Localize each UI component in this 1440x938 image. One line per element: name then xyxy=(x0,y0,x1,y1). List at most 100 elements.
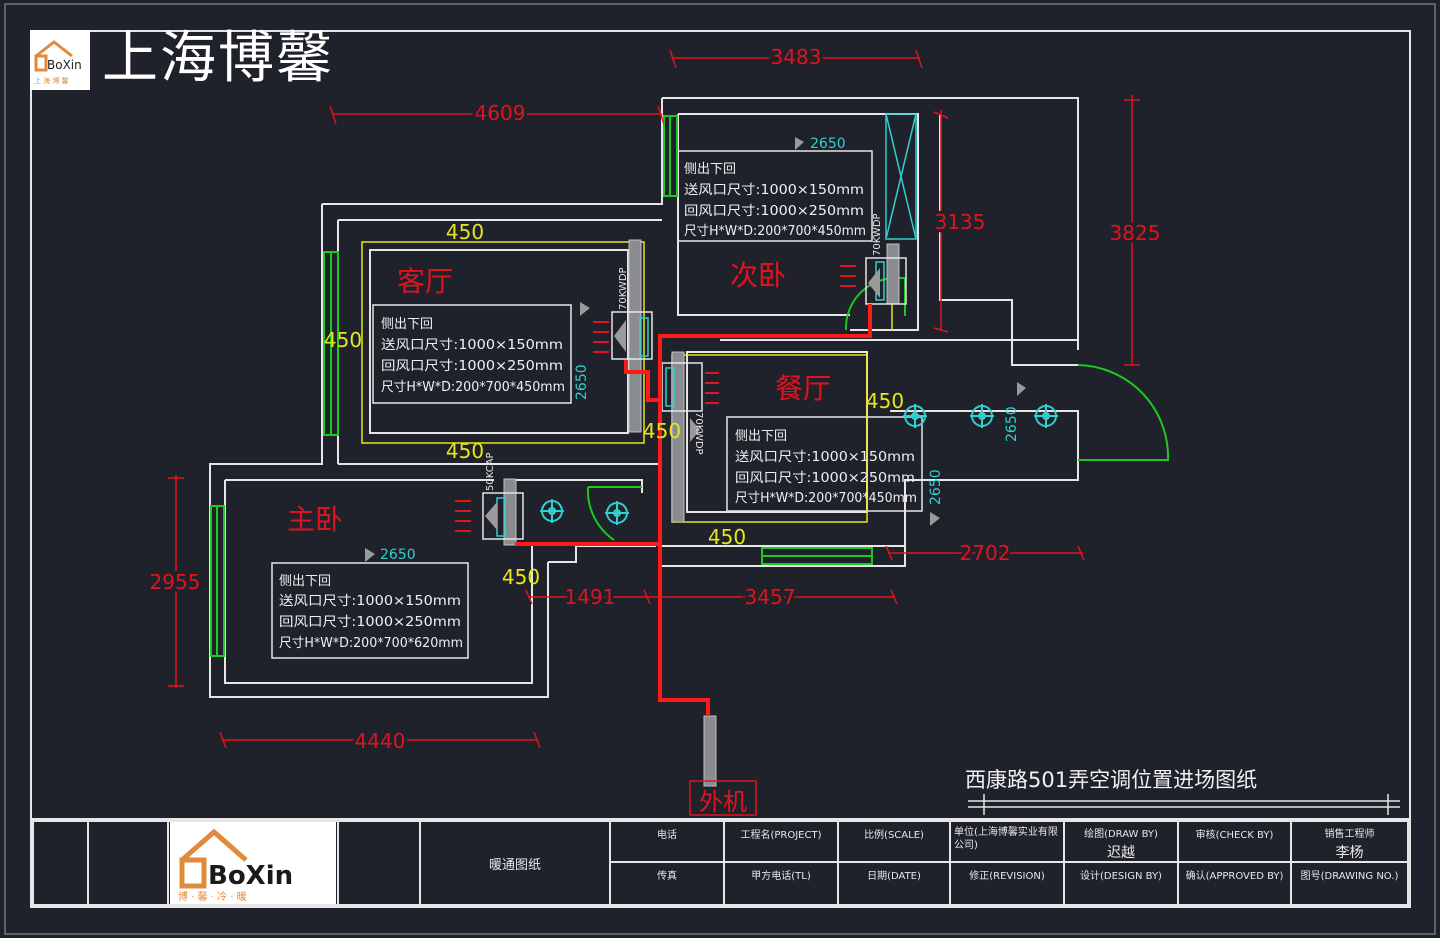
ceiling-diffusers xyxy=(540,404,1058,525)
spec-line: 送风口尺寸:1000×150mm xyxy=(735,450,915,465)
clearance-label: 450 xyxy=(502,565,540,589)
title-block-grid xyxy=(32,820,1409,906)
drawing-title: 西康路501弄空调位置进场图纸 xyxy=(965,768,1258,792)
brand-title: 上海博馨 xyxy=(102,26,334,91)
drawing-type: 暖通图纸 xyxy=(488,858,541,873)
height-mark: 2650 xyxy=(810,136,846,152)
tb-label-draw-by: 绘图(DRAW BY) xyxy=(1084,829,1158,840)
duct-master xyxy=(503,478,517,546)
diffuser-icon xyxy=(970,404,994,428)
refrigerant-pipes xyxy=(515,304,872,716)
unit-model-label: 70KWDP xyxy=(872,213,883,256)
spec-boxes xyxy=(271,150,923,659)
dimension-label: 1491 xyxy=(565,585,616,609)
spec-line: 尺寸H*W*D:200*700*450mm xyxy=(684,224,866,239)
elevation-flags xyxy=(365,137,1026,562)
clearance-label: 450 xyxy=(866,389,904,413)
dimension-lines xyxy=(168,49,1140,749)
spec-line: 尺寸H*W*D:200*700*620mm xyxy=(279,636,463,651)
clearance-label: 450 xyxy=(324,328,362,352)
tb-label-sales-engineer: 销售工程师 xyxy=(1324,829,1375,840)
unit-model-label: 50KCAP xyxy=(485,452,496,491)
diffuser-icon xyxy=(540,499,564,523)
spec-line: 送风口尺寸:1000×150mm xyxy=(381,338,563,353)
tb-label-phone: 电话 xyxy=(657,830,677,841)
spec-line: 侧出下回 xyxy=(381,317,433,332)
dimension-label: 3483 xyxy=(771,45,822,69)
unit-second-bed xyxy=(865,257,907,305)
room-name-living: 客厅 xyxy=(397,265,453,298)
unit-master xyxy=(482,492,524,540)
dimension-label: 3457 xyxy=(745,585,796,609)
spec-line: 尺寸H*W*D:200*700*450mm xyxy=(735,491,917,506)
unit-model-label: 70KWDP xyxy=(618,267,629,310)
tb-label-project: 工程名(PROJECT) xyxy=(740,830,822,841)
tb-label-check-by: 审核(CHECK BY) xyxy=(1195,830,1274,841)
drawing-frame xyxy=(30,30,1411,908)
spec-line: 侧出下回 xyxy=(684,162,736,177)
windows xyxy=(210,115,1170,657)
clearance-label: 450 xyxy=(446,220,484,244)
spec-line: 回风口尺寸:1000×250mm xyxy=(279,615,461,630)
duct-outdoor xyxy=(703,715,717,787)
spec-line: 尺寸H*W*D:200*700*450mm xyxy=(381,380,565,395)
spec-line: 送风口尺寸:1000×150mm xyxy=(279,594,461,609)
tb-value-sales-engineer: 李杨 xyxy=(1335,845,1364,861)
tb-label-date: 日期(DATE) xyxy=(867,871,921,882)
diffuser-icon xyxy=(605,501,629,525)
airflow-marks xyxy=(455,265,856,532)
drawing-title-underline xyxy=(968,794,1400,815)
svg-text:博 · 馨 · 冷 · 暖: 博 · 馨 · 冷 · 暖 xyxy=(178,890,247,903)
room-name-second-bed: 次卧 xyxy=(730,259,786,292)
clearance-label: 450 xyxy=(446,439,484,463)
dimension-label: 2702 xyxy=(960,541,1011,565)
tb-label-scale: 比例(SCALE) xyxy=(864,830,924,841)
tb-label-company: 单位(上海博馨实业有限公司) xyxy=(954,827,1058,851)
unit-model-label: 70KWDP xyxy=(693,412,704,455)
duct-second-bed xyxy=(886,243,900,305)
spec-line: 侧出下回 xyxy=(735,429,787,444)
brand-logo-small: BoXin 上 海 博 馨 xyxy=(30,30,90,90)
room-name-dining: 餐厅 xyxy=(775,372,831,405)
diffuser-icon xyxy=(903,404,927,428)
duct-living xyxy=(628,239,642,433)
spec-line: 回风口尺寸:1000×250mm xyxy=(684,204,864,219)
height-mark: 2650 xyxy=(1004,406,1020,442)
spec-line: 回风口尺寸:1000×250mm xyxy=(735,471,915,486)
indoor-units xyxy=(482,239,907,787)
spec-line: 回风口尺寸:1000×250mm xyxy=(381,359,563,374)
tb-label-client-phone: 甲方电话(TL) xyxy=(751,871,811,882)
duct-dining xyxy=(671,351,685,523)
dimension-label: 3825 xyxy=(1110,221,1161,245)
diffuser-icon xyxy=(1034,404,1058,428)
dimension-label: 4440 xyxy=(355,729,406,753)
outdoor-unit-label: 外机 xyxy=(699,788,747,816)
tb-label-approved-by: 确认(APPROVED BY) xyxy=(1185,871,1284,882)
outer-frame xyxy=(4,3,1436,935)
dimension-label: 3135 xyxy=(935,210,986,234)
tb-label-drawing-no: 图号(DRAWING NO.) xyxy=(1300,871,1399,882)
height-mark: 2650 xyxy=(928,469,944,505)
svg-text:BoXin: BoXin xyxy=(208,861,293,891)
tb-label-revision: 修正(REVISION) xyxy=(969,871,1045,882)
clearance-label: 450 xyxy=(708,525,746,549)
dimension-label: 2955 xyxy=(150,570,201,594)
outdoor-unit-box xyxy=(689,780,757,816)
room-name-master: 主卧 xyxy=(287,503,343,536)
dimension-label: 4609 xyxy=(475,101,526,125)
tb-label-fax: 传真 xyxy=(657,871,677,882)
house-logo-icon: BoXin 博 · 馨 · 冷 · 暖 xyxy=(178,828,293,903)
title-block-logo: BoXin 博 · 馨 · 冷 · 暖 xyxy=(170,822,336,904)
clearance-label: 450 xyxy=(643,419,681,443)
tb-value-draw-by: 迟越 xyxy=(1107,845,1135,861)
unit-living xyxy=(611,311,653,360)
spec-line: 侧出下回 xyxy=(279,574,331,589)
vent-shaft xyxy=(885,113,917,240)
tb-label-design-by: 设计(DESIGN BY) xyxy=(1080,871,1162,882)
svg-text:上 海 博 馨: 上 海 博 馨 xyxy=(34,76,69,85)
height-mark: 2650 xyxy=(380,547,416,563)
spec-line: 送风口尺寸:1000×150mm xyxy=(684,183,864,198)
height-mark: 2650 xyxy=(574,364,590,400)
svg-text:BoXin: BoXin xyxy=(47,58,82,72)
